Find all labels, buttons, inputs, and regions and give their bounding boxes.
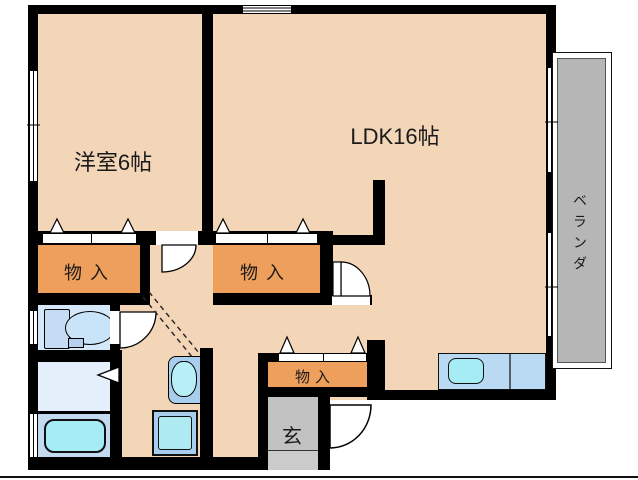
closet-marker-triangle xyxy=(49,217,65,234)
wall xyxy=(28,350,122,362)
door-leaf xyxy=(332,261,342,297)
sliding-door xyxy=(278,353,367,362)
door-threshold xyxy=(156,231,198,245)
sliding-door xyxy=(215,233,318,244)
washroom-floor xyxy=(38,362,110,411)
sliding-door xyxy=(42,233,137,244)
wall xyxy=(28,5,38,470)
storage-1-floor xyxy=(38,245,140,293)
kitchen-sink-icon xyxy=(448,358,484,384)
wall xyxy=(367,340,385,400)
door-threshold xyxy=(332,296,370,305)
veranda-label: ベランダ xyxy=(572,193,588,277)
wall xyxy=(38,411,110,414)
opening-dashed-line xyxy=(148,291,200,354)
door-arc xyxy=(340,261,371,297)
closet-marker-triangle xyxy=(279,335,295,354)
bathtub-icon xyxy=(44,419,106,453)
wall xyxy=(213,293,323,305)
entrance-door-arc xyxy=(329,404,372,449)
toilet-flush-icon xyxy=(68,338,84,348)
wall xyxy=(318,395,330,470)
door-arc xyxy=(119,311,157,349)
wall xyxy=(546,5,556,400)
wall xyxy=(320,245,333,305)
ldk-label: LDK16帖 xyxy=(350,124,440,149)
washing-machine-icon xyxy=(158,416,192,450)
door-direction-arrow xyxy=(96,366,120,384)
entrance-floor xyxy=(268,397,318,450)
wall xyxy=(373,180,385,245)
storage-3-label: 物入 xyxy=(294,369,335,386)
veranda-floor xyxy=(557,58,606,363)
wall xyxy=(323,235,385,245)
wall xyxy=(140,245,150,305)
storage-3-floor xyxy=(268,362,368,387)
closet-marker-triangle xyxy=(120,217,136,234)
window xyxy=(242,5,292,14)
door-threshold xyxy=(110,311,120,344)
wall xyxy=(372,390,556,400)
wall xyxy=(28,5,556,14)
storage-2-floor xyxy=(213,245,320,293)
washbasin-bowl-icon xyxy=(171,361,197,397)
entrance-label: 玄 xyxy=(282,426,302,448)
closet-marker-triangle xyxy=(215,217,231,234)
opening-dashed-line xyxy=(142,296,194,359)
wall xyxy=(202,5,213,245)
closet-marker-triangle xyxy=(295,217,311,234)
wall xyxy=(258,387,375,397)
wall xyxy=(258,353,268,470)
closet-marker-triangle xyxy=(350,335,366,354)
entrance-step xyxy=(268,450,318,470)
storage-2-label: 物入 xyxy=(240,263,292,283)
wall xyxy=(28,293,150,305)
wall xyxy=(110,362,122,467)
door-arc xyxy=(161,244,197,273)
storage-1-label: 物入 xyxy=(64,263,116,283)
western-room-label: 洋室6帖 xyxy=(73,150,153,175)
wall xyxy=(200,348,213,470)
